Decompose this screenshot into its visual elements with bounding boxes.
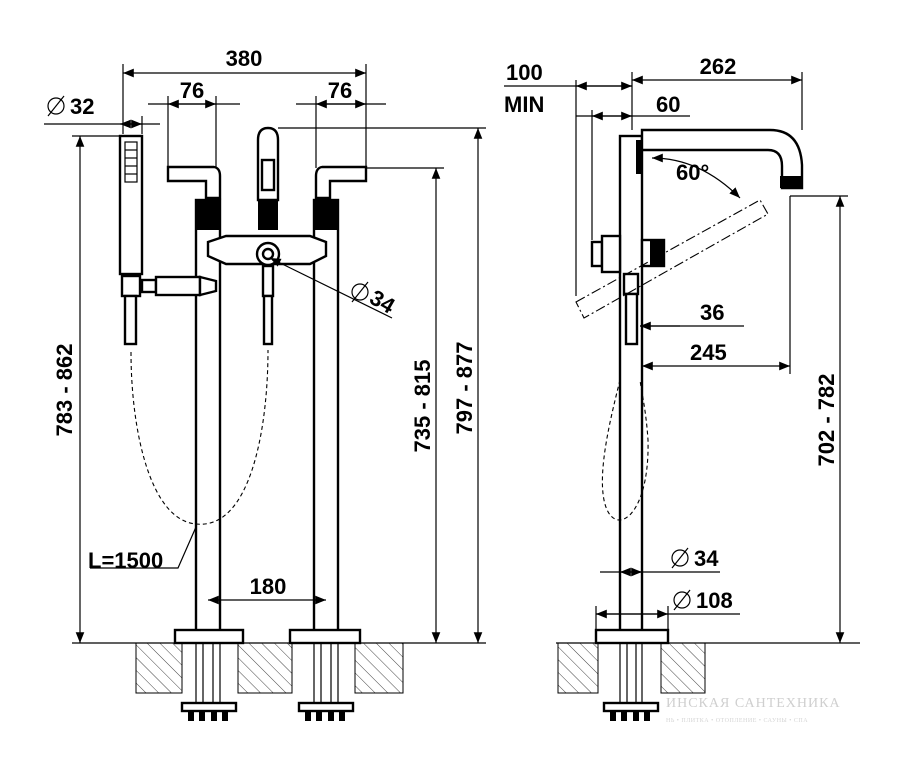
lever-left-offset-label: 76: [180, 78, 204, 103]
floor-hatch-3: [354, 642, 404, 694]
spout-height-label: 702 - 782: [814, 374, 839, 467]
side-floor-hatch-2: [660, 642, 706, 694]
wall-clearance-note-label: MIN: [504, 92, 544, 117]
height-spout-label: 735 - 815: [410, 360, 435, 453]
diameter-icon: [671, 547, 689, 569]
column-diameter-label: 34: [694, 546, 719, 571]
height-overall-label: 797 - 877: [452, 342, 477, 435]
projection-label: 245: [690, 340, 727, 365]
width-overall-label: 380: [226, 46, 263, 71]
hand-shower-tilt: [575, 199, 769, 319]
lever-right-offset-label: 76: [328, 78, 352, 103]
diameter-icon: [673, 589, 691, 611]
right-column: [288, 165, 368, 721]
side-column: [590, 134, 670, 721]
center-spout: [206, 126, 328, 346]
floor-hatch-2: [237, 642, 293, 694]
height-left-label: 783 - 862: [52, 344, 77, 437]
hose-leader: [90, 526, 197, 569]
spout-reach-label: 262: [700, 54, 737, 79]
base-diameter-label: 108: [696, 588, 733, 613]
side-view: 262 100 MIN 60 60° 36 245 702 - 782: [504, 54, 860, 721]
left-column: [166, 165, 245, 721]
column-spacing-label: 180: [250, 574, 287, 599]
handle-offset-label: 36: [700, 300, 724, 325]
watermark-title: ИНСКАЯ САНТЕХНИКА: [666, 696, 841, 711]
diameter-icon: [47, 95, 65, 117]
diverter-diameter-label: 34: [366, 285, 400, 319]
hose: [130, 349, 269, 525]
hand-shower: [118, 134, 218, 346]
front-view: L=1500 380 76 76 32 34: [44, 46, 486, 721]
hand-shower-diameter-label: 32: [70, 94, 94, 119]
floor-hatch-1: [135, 642, 183, 694]
diameter-icon: [351, 281, 369, 303]
spout-angle-label: 60°: [676, 160, 709, 185]
side-floor-hatch-1: [557, 642, 599, 694]
watermark-subtitle: НЬ • ПЛИТКА • ОТОПЛЕНИЕ • САУНЫ • СПА: [666, 718, 808, 724]
hose-length-label: L=1500: [88, 548, 163, 573]
wall-clearance-label: 100: [506, 60, 543, 85]
side-hose: [601, 379, 649, 521]
body-offset-label: 60: [656, 92, 680, 117]
